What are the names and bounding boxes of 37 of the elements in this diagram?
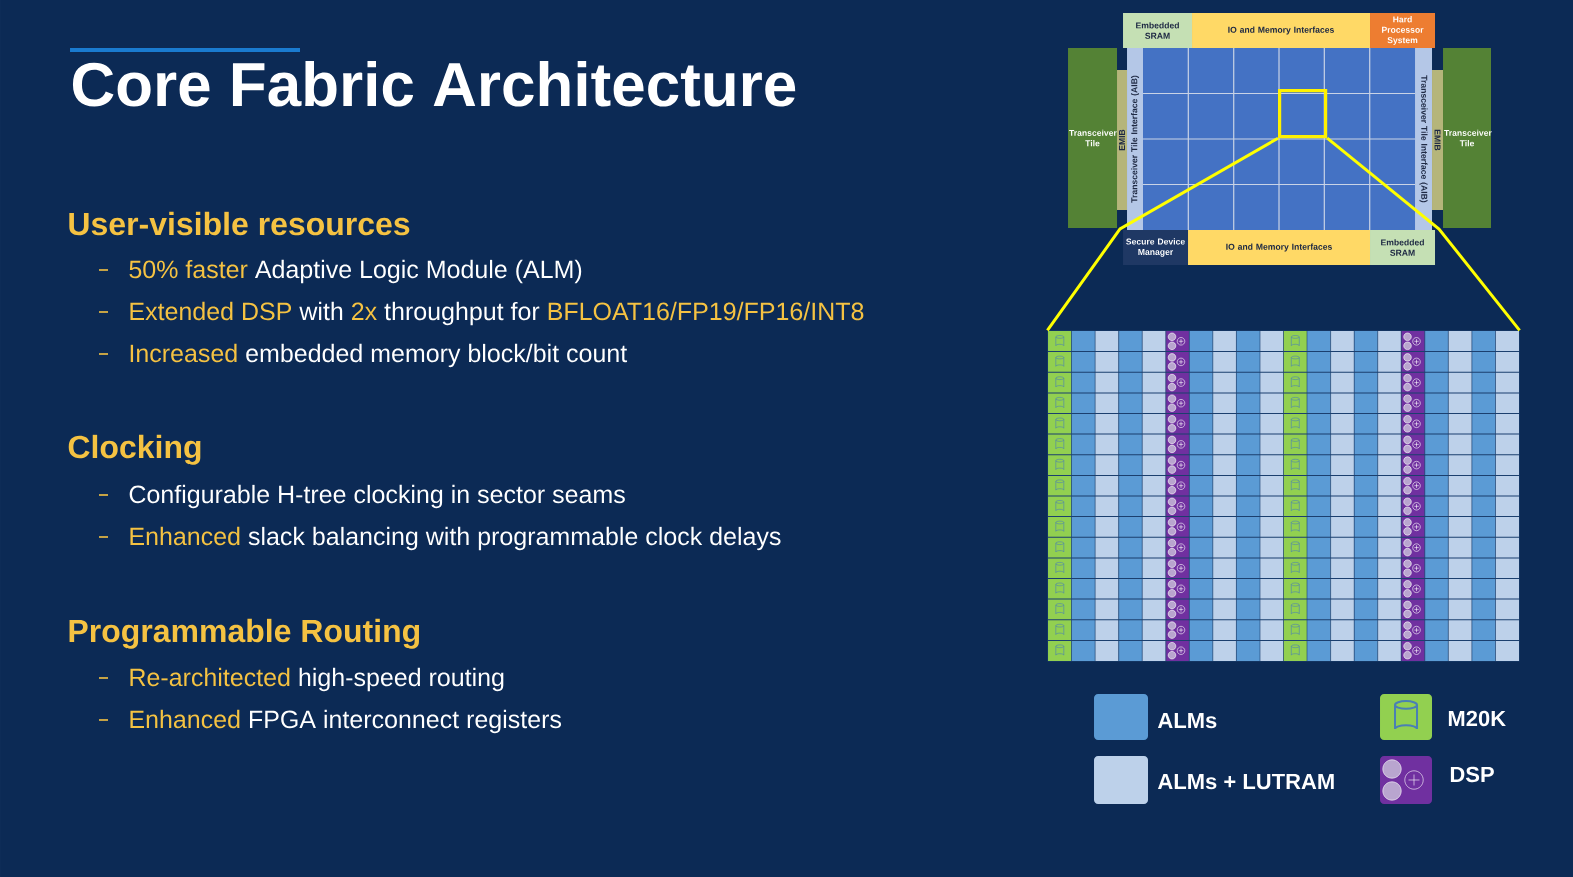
interface-band: IO and Memory Interfaces <box>1192 13 1370 48</box>
bridge-strip: EMIB <box>1117 70 1127 210</box>
bullet-text: Extended DSP with 2x throughput for BFLOAT16/FP19/FP16/INT8 <box>130 301 864 326</box>
interface-band: IO and Memory Interfaces <box>1188 230 1370 265</box>
memory-block: Embedded SRAM <box>1370 230 1435 265</box>
section-heading: Clocking <box>68 434 201 465</box>
legend-label: ALMs <box>1157 712 1217 729</box>
section-heading: User-visible resources <box>69 211 410 236</box>
bullet-text: Increased embedded memory block/bit count <box>130 343 628 368</box>
manager-block: Secure Device Manager <box>1123 230 1188 265</box>
memory-block: Embedded SRAM <box>1123 13 1192 48</box>
fabric-grid <box>1142 47 1416 231</box>
zoom-line <box>1326 137 1521 332</box>
bullet-text: Enhanced slack balancing with programmable clock delays <box>130 526 781 551</box>
logic-array-drawing <box>1047 330 1520 662</box>
label: with <box>299 301 343 321</box>
legend-label: M20K <box>1448 710 1506 727</box>
label: Extended DSP <box>130 301 292 321</box>
bullet-text: Enhanced FPGA interconnect registers <box>130 709 562 734</box>
label: throughput for <box>384 301 540 326</box>
bullet-text: Re-architected high-speed routing <box>130 667 504 692</box>
processor-block: Hard Processor System <box>1370 13 1435 48</box>
zoom-line <box>1046 136 1279 332</box>
label: BFLOAT16/FP19/FP16/INT8 <box>548 301 864 321</box>
bullet-text: Configurable H-tree clocking in sector seams <box>129 484 625 509</box>
legend-label: DSP <box>1450 766 1494 783</box>
bullet-text: 50% faster Adaptive Logic Module (ALM) <box>129 259 582 284</box>
label: 2x <box>352 302 377 320</box>
highlight-square <box>1278 89 1328 139</box>
transceiver-tile: Transceiver Tile <box>1443 48 1492 228</box>
interface-strip: Transceiver Tile Interface (AIB) <box>1127 48 1143 230</box>
bridge-strip: EMIB <box>1432 70 1443 210</box>
interface-strip: Transceiver Tile Interface (AIB) <box>1415 48 1432 230</box>
slide-title: Core Fabric Architecture <box>72 61 796 107</box>
section-heading: Programmable Routing <box>69 618 420 649</box>
transceiver-tile: Transceiver Tile <box>1068 48 1117 228</box>
legend-label: ALMs + LUTRAM <box>1157 773 1334 790</box>
